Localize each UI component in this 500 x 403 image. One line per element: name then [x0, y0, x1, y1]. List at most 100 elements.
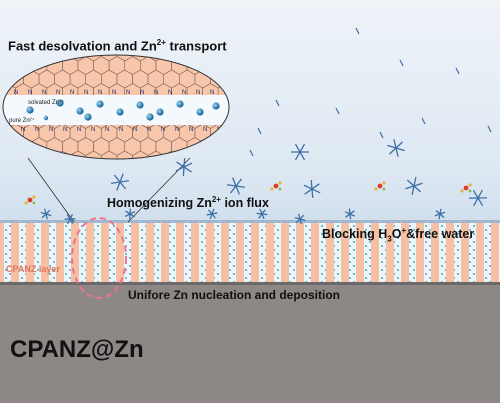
cluster-atom [374, 187, 378, 191]
cluster-atom [460, 189, 464, 193]
star-molecule [405, 177, 423, 195]
hexagon [69, 150, 86, 159]
zinc-ion [76, 107, 84, 115]
nitrogen-atom: N [126, 90, 130, 96]
cluster-atom [468, 189, 472, 193]
channel-dots [229, 223, 236, 282]
zinc-ion-small [43, 115, 49, 121]
flux-superscript: 2+ [211, 195, 221, 204]
cluster-atom [468, 183, 472, 187]
star-molecule [226, 177, 246, 195]
star-molecule [294, 213, 306, 225]
hexagon [3, 150, 9, 159]
channel-dots [394, 223, 401, 282]
star-molecule [64, 213, 76, 225]
ion-channel [3, 95, 229, 125]
pure-ion-label: pure Zn²⁺ [9, 118, 35, 124]
nitrogen-atom: N [70, 90, 74, 96]
channel-dots [409, 223, 416, 282]
cluster [460, 183, 472, 193]
nitrogen-atom: N [175, 127, 179, 133]
hexagon [3, 56, 16, 75]
zinc-ion [156, 108, 164, 116]
star-arm [129, 208, 131, 220]
star-arm [44, 208, 48, 220]
nitrogen-atom: N [189, 127, 193, 133]
hexagon [38, 150, 55, 159]
nitrogen-atom: N [14, 90, 18, 96]
nitrogen-atom: N [49, 127, 53, 133]
channel-dots [79, 223, 86, 282]
nitrogen-atom: N [147, 127, 151, 133]
water-dash [487, 125, 492, 133]
channel-dots [34, 223, 41, 282]
hexagon [234, 111, 250, 129]
hexagon [234, 84, 250, 102]
hexagon [23, 150, 40, 159]
hexagon [225, 69, 229, 89]
channel-dots [109, 223, 116, 282]
channel-dots [469, 223, 476, 282]
nitrogen-atom: N [84, 90, 88, 96]
star-molecule [256, 208, 268, 220]
cluster-atom [32, 201, 36, 205]
hexagon [210, 150, 227, 159]
star-arm [472, 189, 484, 207]
cluster-atom [382, 181, 386, 185]
nitrogen-atom: N [210, 90, 214, 96]
hexagon [225, 123, 229, 143]
channel-dots [454, 223, 461, 282]
nitrogen-atom: N [203, 127, 207, 133]
star-arm [406, 179, 422, 193]
water-dash [399, 59, 404, 67]
title-text: Fast desolvation and Zn [8, 38, 157, 54]
flux-text-end: ion flux [220, 196, 269, 211]
water-dash [249, 149, 254, 157]
cluster-atom [278, 187, 282, 191]
flux-text: Homogenizing Zn [107, 196, 212, 211]
star-arm [258, 209, 266, 219]
free-water-dashes [249, 27, 492, 157]
star-arm [64, 218, 76, 220]
channel-dots [304, 223, 311, 282]
channel-dots [184, 223, 191, 282]
zinc-substrate [0, 282, 500, 403]
channel-dots [439, 223, 446, 282]
nitrogen-atom: N [21, 127, 25, 133]
star-molecule [124, 208, 136, 220]
hexagon [234, 57, 250, 75]
zinc-ion [84, 113, 92, 121]
cluster [374, 181, 386, 191]
nitrogen-atom: N [28, 90, 32, 96]
cluster-atom [382, 187, 386, 191]
cluster-atom [278, 181, 282, 185]
water-dash [257, 127, 262, 135]
channel-dots [244, 223, 251, 282]
water-dash [275, 99, 280, 107]
channel-dots [124, 223, 131, 282]
star-arm [303, 184, 321, 194]
hexagon [101, 150, 118, 159]
star-molecule [468, 189, 488, 207]
blocking-superscript: + [401, 226, 407, 235]
star-arm [226, 184, 246, 188]
nitrogen-atom: N [133, 127, 137, 133]
hexagon [116, 150, 133, 159]
hexagon [234, 138, 250, 156]
zinc-ion [146, 113, 154, 121]
blocking-subscript: 3 [387, 234, 392, 244]
channel-dots [484, 223, 491, 282]
channel-dots [154, 223, 161, 282]
cluster [270, 181, 282, 191]
channel-dots [349, 223, 356, 282]
blocking-text-end: &free water [406, 227, 475, 242]
hexagon [3, 55, 9, 62]
zinc-ion [56, 99, 64, 107]
channel-dots [19, 223, 26, 282]
water-dash [335, 107, 340, 115]
channel-dots [364, 223, 371, 282]
zinc-surface-edge [0, 282, 500, 285]
channel-dots [289, 223, 296, 282]
star-molecule [344, 208, 356, 220]
